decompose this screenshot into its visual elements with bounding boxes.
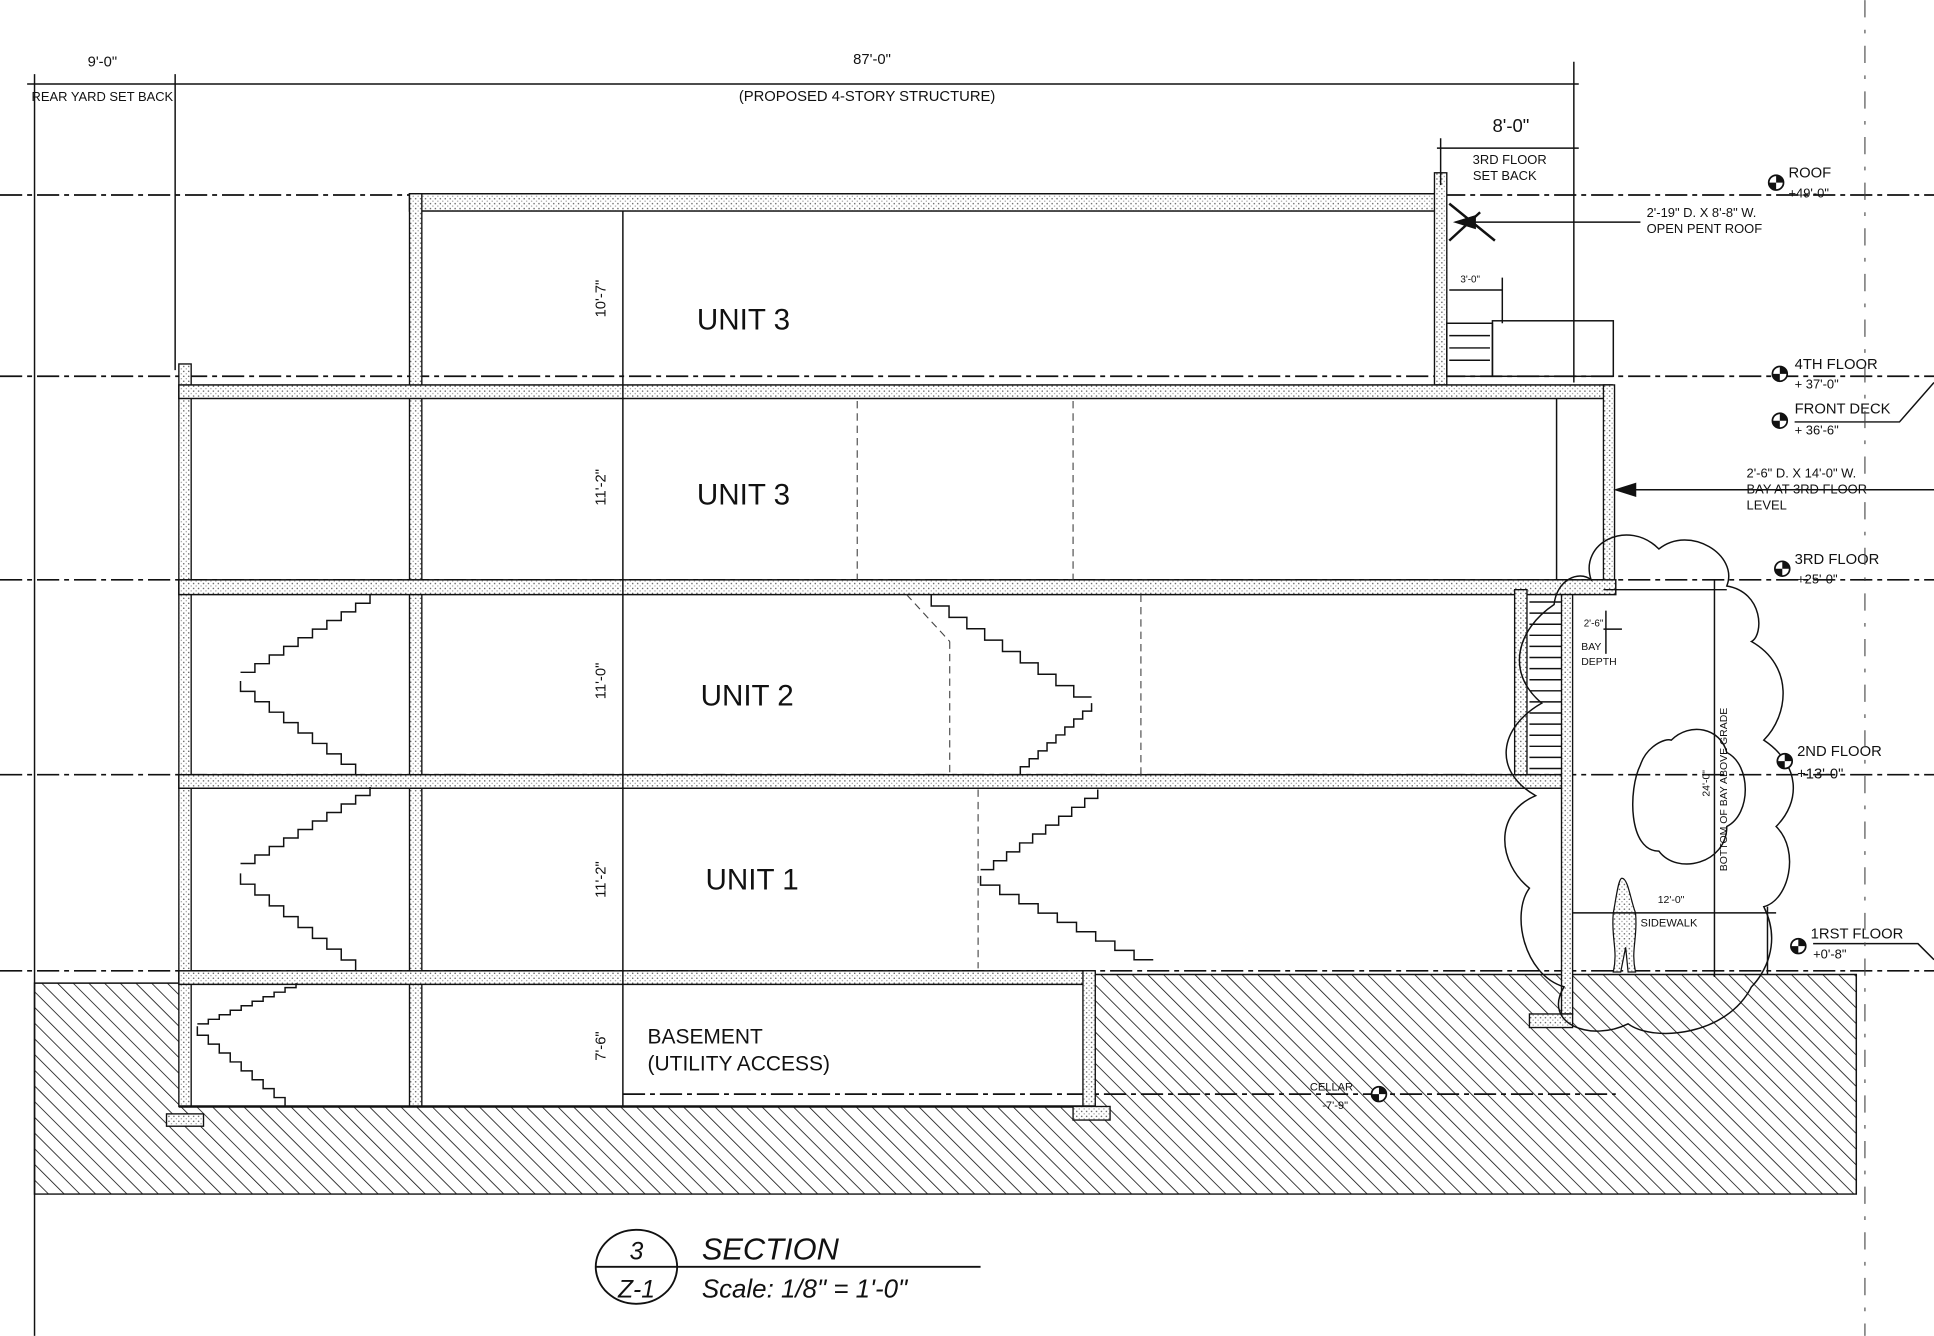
stair-flight (980, 789, 1099, 871)
level-1st-floor-elevation: +0'-8" (1813, 946, 1847, 961)
level-marker-icon (1771, 412, 1789, 429)
room-unit3-upper: UNIT 3 (697, 303, 790, 336)
level-marker-icon (1776, 752, 1794, 770)
deck-stair-icon (1446, 322, 1494, 378)
level-marker-icon (1370, 1085, 1388, 1103)
bay-depth-label-2: DEPTH (1581, 657, 1616, 668)
level-1st-floor-name: 1RST FLOOR (1811, 927, 1904, 943)
level-cellar-elevation: -7'-9" (1322, 1100, 1348, 1112)
bay-treads (1529, 601, 1562, 770)
stair-width-dimension: 3'-0" (1460, 275, 1480, 286)
bay-depth-dimension: 2'-6" (1584, 619, 1604, 630)
stair-flight (1011, 703, 1093, 776)
person-icon (1612, 877, 1637, 973)
floor-height-3: 11'-2" (594, 469, 610, 506)
bay-note-2: BAY AT 3RD FLOOR (1747, 481, 1868, 496)
level-4th-floor-name: 4TH FLOOR (1795, 357, 1878, 373)
stair-flight (930, 594, 1092, 698)
stair-flight (979, 875, 1154, 961)
section-title: SECTION (702, 1231, 840, 1266)
level-marker-icon (1771, 365, 1789, 383)
stair-flight (239, 680, 371, 776)
level-roof-name: ROOF (1788, 166, 1831, 182)
setback-label-2: SET BACK (1473, 168, 1537, 183)
level-front-deck-name: FRONT DECK (1795, 401, 1891, 417)
stair-flight (196, 1026, 297, 1108)
level-front-deck-elevation: + 36'-6" (1795, 422, 1840, 437)
stair-flight (240, 787, 371, 865)
floor-height-basement: 7'-6" (594, 1031, 610, 1060)
setback-dimension: 8'-0" (1493, 115, 1530, 136)
sidewalk-label: SIDEWALK (1640, 917, 1698, 929)
level-2nd-floor-name: 2ND FLOOR (1797, 744, 1882, 760)
section-title-block: 3 Z-1 SECTION Scale: 1/8" = 1'-0" (594, 1228, 981, 1305)
level-markers (1370, 174, 1807, 1103)
rear-yard-dimension: 9'-0" (88, 55, 117, 71)
building-structure (165, 172, 1617, 1127)
section-scale: Scale: 1/8" = 1'-0" (702, 1276, 909, 1304)
bay-height-dimension: 24'-0" (1702, 770, 1713, 797)
level-2nd-floor-elevation: +13'-0" (1797, 766, 1843, 782)
rear-yard-label: REAR YARD SET BACK (32, 89, 174, 104)
level-roof-elevation: +49'-0" (1788, 185, 1829, 200)
level-marker-icon (1767, 174, 1785, 191)
level-cellar-name: CELLAR (1310, 1081, 1353, 1093)
level-3rd-floor-name: 3RD FLOOR (1795, 552, 1880, 568)
detail-number: 3 (630, 1238, 644, 1265)
setback-label-1: 3RD FLOOR (1473, 152, 1547, 167)
room-unit3-lower: UNIT 3 (697, 479, 790, 512)
level-marker-icon (1790, 937, 1807, 955)
room-basement-sub: (UTILITY ACCESS) (648, 1053, 830, 1076)
sheet-number: Z-1 (617, 1277, 655, 1304)
bay-note-1: 2'-6" D. X 14'-0" W. (1747, 465, 1857, 480)
floor-height-4: 10'-7" (594, 280, 610, 318)
level-4th-floor-elevation: + 37'-0" (1795, 377, 1840, 392)
room-unit2: UNIT 2 (701, 680, 794, 713)
bay-height-label: BOTTOM OF BAY ABOVE GRADE (1719, 708, 1730, 871)
sidewalk-dimension: 12'-0" (1658, 895, 1685, 906)
stair-flight (197, 983, 297, 1025)
floor-height-2: 11'-0" (594, 663, 610, 700)
level-marker-icon (1774, 560, 1791, 577)
overall-label: (PROPOSED 4-STORY STRUCTURE) (739, 89, 996, 105)
stairs (196, 594, 1154, 1108)
bay-note-3: LEVEL (1747, 498, 1787, 513)
level-labels: ROOF +49'-0" 4TH FLOOR + 37'-0" FRONT DE… (1310, 166, 1903, 1112)
tree-icon (1504, 534, 1795, 1035)
dimension-lines (27, 61, 1934, 1336)
level-3rd-floor-elevation: +25'-0" (1797, 572, 1838, 587)
bay-depth-label-1: BAY (1581, 642, 1601, 653)
room-basement: BASEMENT (648, 1026, 763, 1049)
floor-height-1: 11'-2" (594, 861, 610, 898)
ground-hatch (33, 973, 1858, 1195)
pent-roof-note-1: 2'-19" D. X 8'-8" W. (1647, 205, 1757, 220)
level-lines (0, 194, 1934, 1096)
room-unit1: UNIT 1 (706, 863, 799, 896)
stair-flight (239, 873, 371, 972)
stair-flight (240, 594, 371, 674)
pent-roof-note-2: OPEN PENT ROOF (1647, 221, 1763, 236)
overall-dimension: 87'-0" (853, 52, 891, 68)
